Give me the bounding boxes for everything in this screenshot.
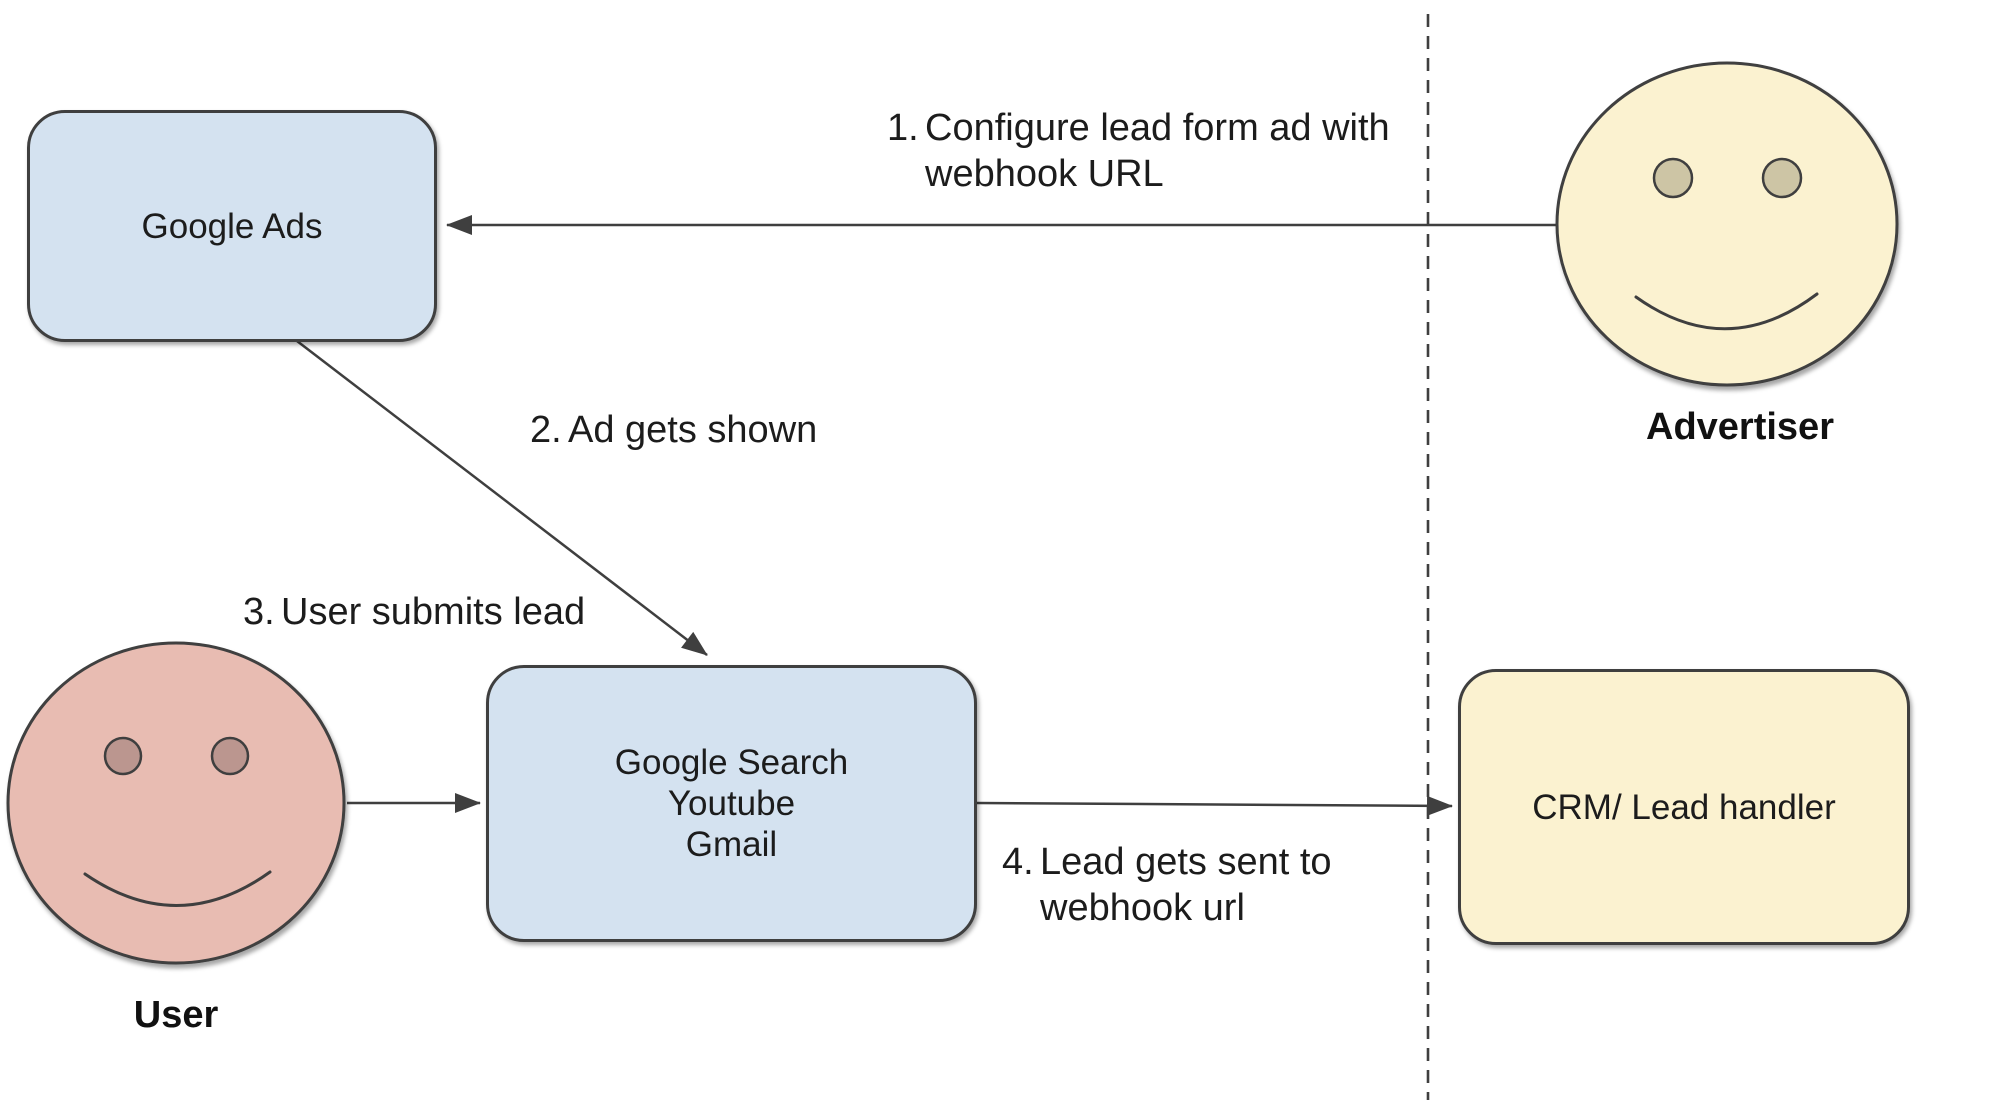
arrow-lead-sent-webhook: [976, 795, 1453, 816]
step-1-number: 1.: [887, 107, 919, 149]
step-2-line-1: Ad gets shown: [568, 409, 818, 451]
user-face-smile: [83, 870, 272, 907]
advertiser-face-smile: [1634, 292, 1819, 331]
arrow-ad-gets-shown: [296, 340, 708, 656]
step-3-line-1: User submits lead: [281, 591, 586, 633]
user-face-right-eye: [210, 736, 250, 776]
advertiser-face-head: [1555, 61, 1899, 387]
step-1-label: 1. Configure lead form ad with webhook U…: [887, 105, 1390, 197]
user-face-head: [6, 641, 346, 965]
google-surfaces-line-gmail: Gmail: [685, 825, 778, 864]
step-3-text: User submits lead: [281, 589, 585, 635]
step-2-label: 2. Ad gets shown: [530, 407, 817, 453]
user-face: [6, 641, 346, 965]
crm-node: CRM/ Lead handler: [1458, 669, 1910, 945]
step-4-text: Lead gets sent to webhook url: [1040, 839, 1332, 931]
google-surfaces-node-label: Google Search Youtube Gmail: [615, 742, 848, 865]
crm-node-label: CRM/ Lead handler: [1532, 787, 1836, 827]
step-2-text: Ad gets shown: [568, 407, 817, 453]
advertiser-face-left-eye: [1652, 157, 1694, 199]
google-surfaces-node: Google Search Youtube Gmail: [486, 665, 977, 942]
google-ads-node: Google Ads: [27, 110, 437, 342]
step-4-label: 4. Lead gets sent to webhook url: [1002, 839, 1332, 931]
step-1-line-1: Configure lead form ad with: [925, 107, 1390, 149]
advertiser-caption: Advertiser: [1646, 406, 1834, 448]
step-1-line-2: webhook URL: [925, 153, 1164, 195]
advertiser-face: [1555, 61, 1899, 387]
step-2-number: 2.: [530, 409, 562, 451]
step-3-label: 3. User submits lead: [243, 589, 585, 635]
advertiser-face-right-eye: [1761, 157, 1803, 199]
user-caption: User: [133, 994, 219, 1036]
google-surfaces-line-search: Google Search: [614, 743, 849, 782]
google-surfaces-line-youtube: Youtube: [667, 784, 796, 823]
user-face-left-eye: [103, 736, 143, 776]
step-4-line-2: webhook url: [1040, 887, 1245, 929]
step-4-number: 4.: [1002, 841, 1034, 883]
step-3-number: 3.: [243, 591, 275, 633]
step-1-text: Configure lead form ad with webhook URL: [925, 105, 1390, 197]
step-4-line-1: Lead gets sent to: [1040, 841, 1332, 883]
google-ads-node-label: Google Ads: [141, 206, 323, 246]
